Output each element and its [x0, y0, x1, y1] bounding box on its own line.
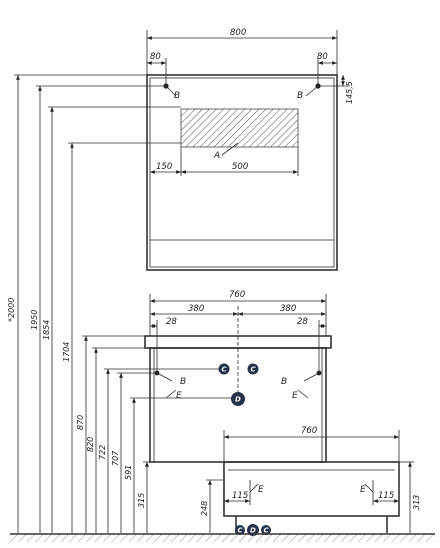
height-label-722: 722	[98, 445, 107, 460]
base-connection-c-right	[261, 525, 271, 535]
cabinet-half-left-label: 380	[188, 304, 204, 314]
cabinet-b-label-right: B	[281, 377, 287, 387]
hole-label-left: B	[174, 91, 180, 101]
base-frame	[223, 461, 400, 517]
base-e-label-right: E	[360, 485, 366, 495]
top-left-offset-label: 80	[150, 52, 161, 62]
height-label-2000: *2000	[7, 298, 16, 322]
top-view: 800 80 80 145,5 B B A 150 500	[146, 28, 354, 271]
base-width-label: 760	[301, 426, 317, 436]
svg-text:C: C	[238, 527, 244, 535]
leg-offset-right-label: 115	[378, 491, 394, 501]
drain-d	[231, 392, 245, 406]
base-e-label-left: E	[258, 485, 264, 495]
svg-text:D: D	[235, 396, 241, 404]
connection-c-left	[218, 363, 230, 375]
top-width-label: 800	[230, 28, 246, 38]
height-label-1950: 1950	[30, 310, 39, 330]
height-label-1704: 1704	[62, 342, 71, 362]
height-label-820: 820	[86, 437, 95, 452]
cabinet-e-label-left: E	[176, 391, 182, 401]
height-label-313: 313	[412, 495, 421, 510]
height-label-1854: 1854	[42, 320, 51, 340]
cabinet-view: 760 380 380 28 28 B B E E C C	[144, 290, 332, 463]
connection-c-right	[247, 363, 259, 375]
top-offset-label: 145,5	[345, 81, 354, 104]
height-label-315: 315	[137, 493, 146, 508]
zone-offset-label: 150	[156, 162, 172, 172]
cabinet-inset-left-label: 28	[166, 317, 177, 327]
height-label-248: 248	[200, 501, 209, 516]
height-label-591: 591	[124, 465, 133, 480]
zone-width-label: 500	[232, 162, 248, 172]
base-connection-c-left	[235, 525, 245, 535]
cabinet-e-label-right: E	[292, 391, 298, 401]
base-drain-d	[247, 524, 259, 536]
top-panel-inner	[149, 77, 335, 268]
top-panel-outline	[146, 74, 338, 271]
height-label-870: 870	[76, 415, 85, 430]
base-view: 760 115 115 E E 248 313 C D C	[200, 426, 421, 536]
top-right-offset-label: 80	[317, 52, 328, 62]
cabinet-half-right-label: 380	[280, 304, 296, 314]
svg-text:C: C	[251, 366, 257, 374]
height-label-707: 707	[111, 450, 120, 466]
floor	[10, 533, 435, 542]
svg-text:C: C	[222, 366, 228, 374]
cabinet-width-label: 760	[229, 290, 245, 300]
svg-text:C: C	[264, 527, 270, 535]
cabinet-inset-right-label: 28	[297, 317, 308, 327]
floor-hatch	[10, 534, 435, 542]
hole-label-right: B	[297, 91, 303, 101]
leg-offset-left-label: 115	[232, 491, 248, 501]
zone-label-a: A	[213, 151, 220, 161]
hatched-zone-a	[180, 108, 299, 148]
cabinet-b-label-left: B	[180, 377, 186, 387]
svg-text:D: D	[250, 527, 256, 535]
height-dimensions: *2000 1950 1854 1704 870 820 722 707 591…	[7, 74, 236, 533]
